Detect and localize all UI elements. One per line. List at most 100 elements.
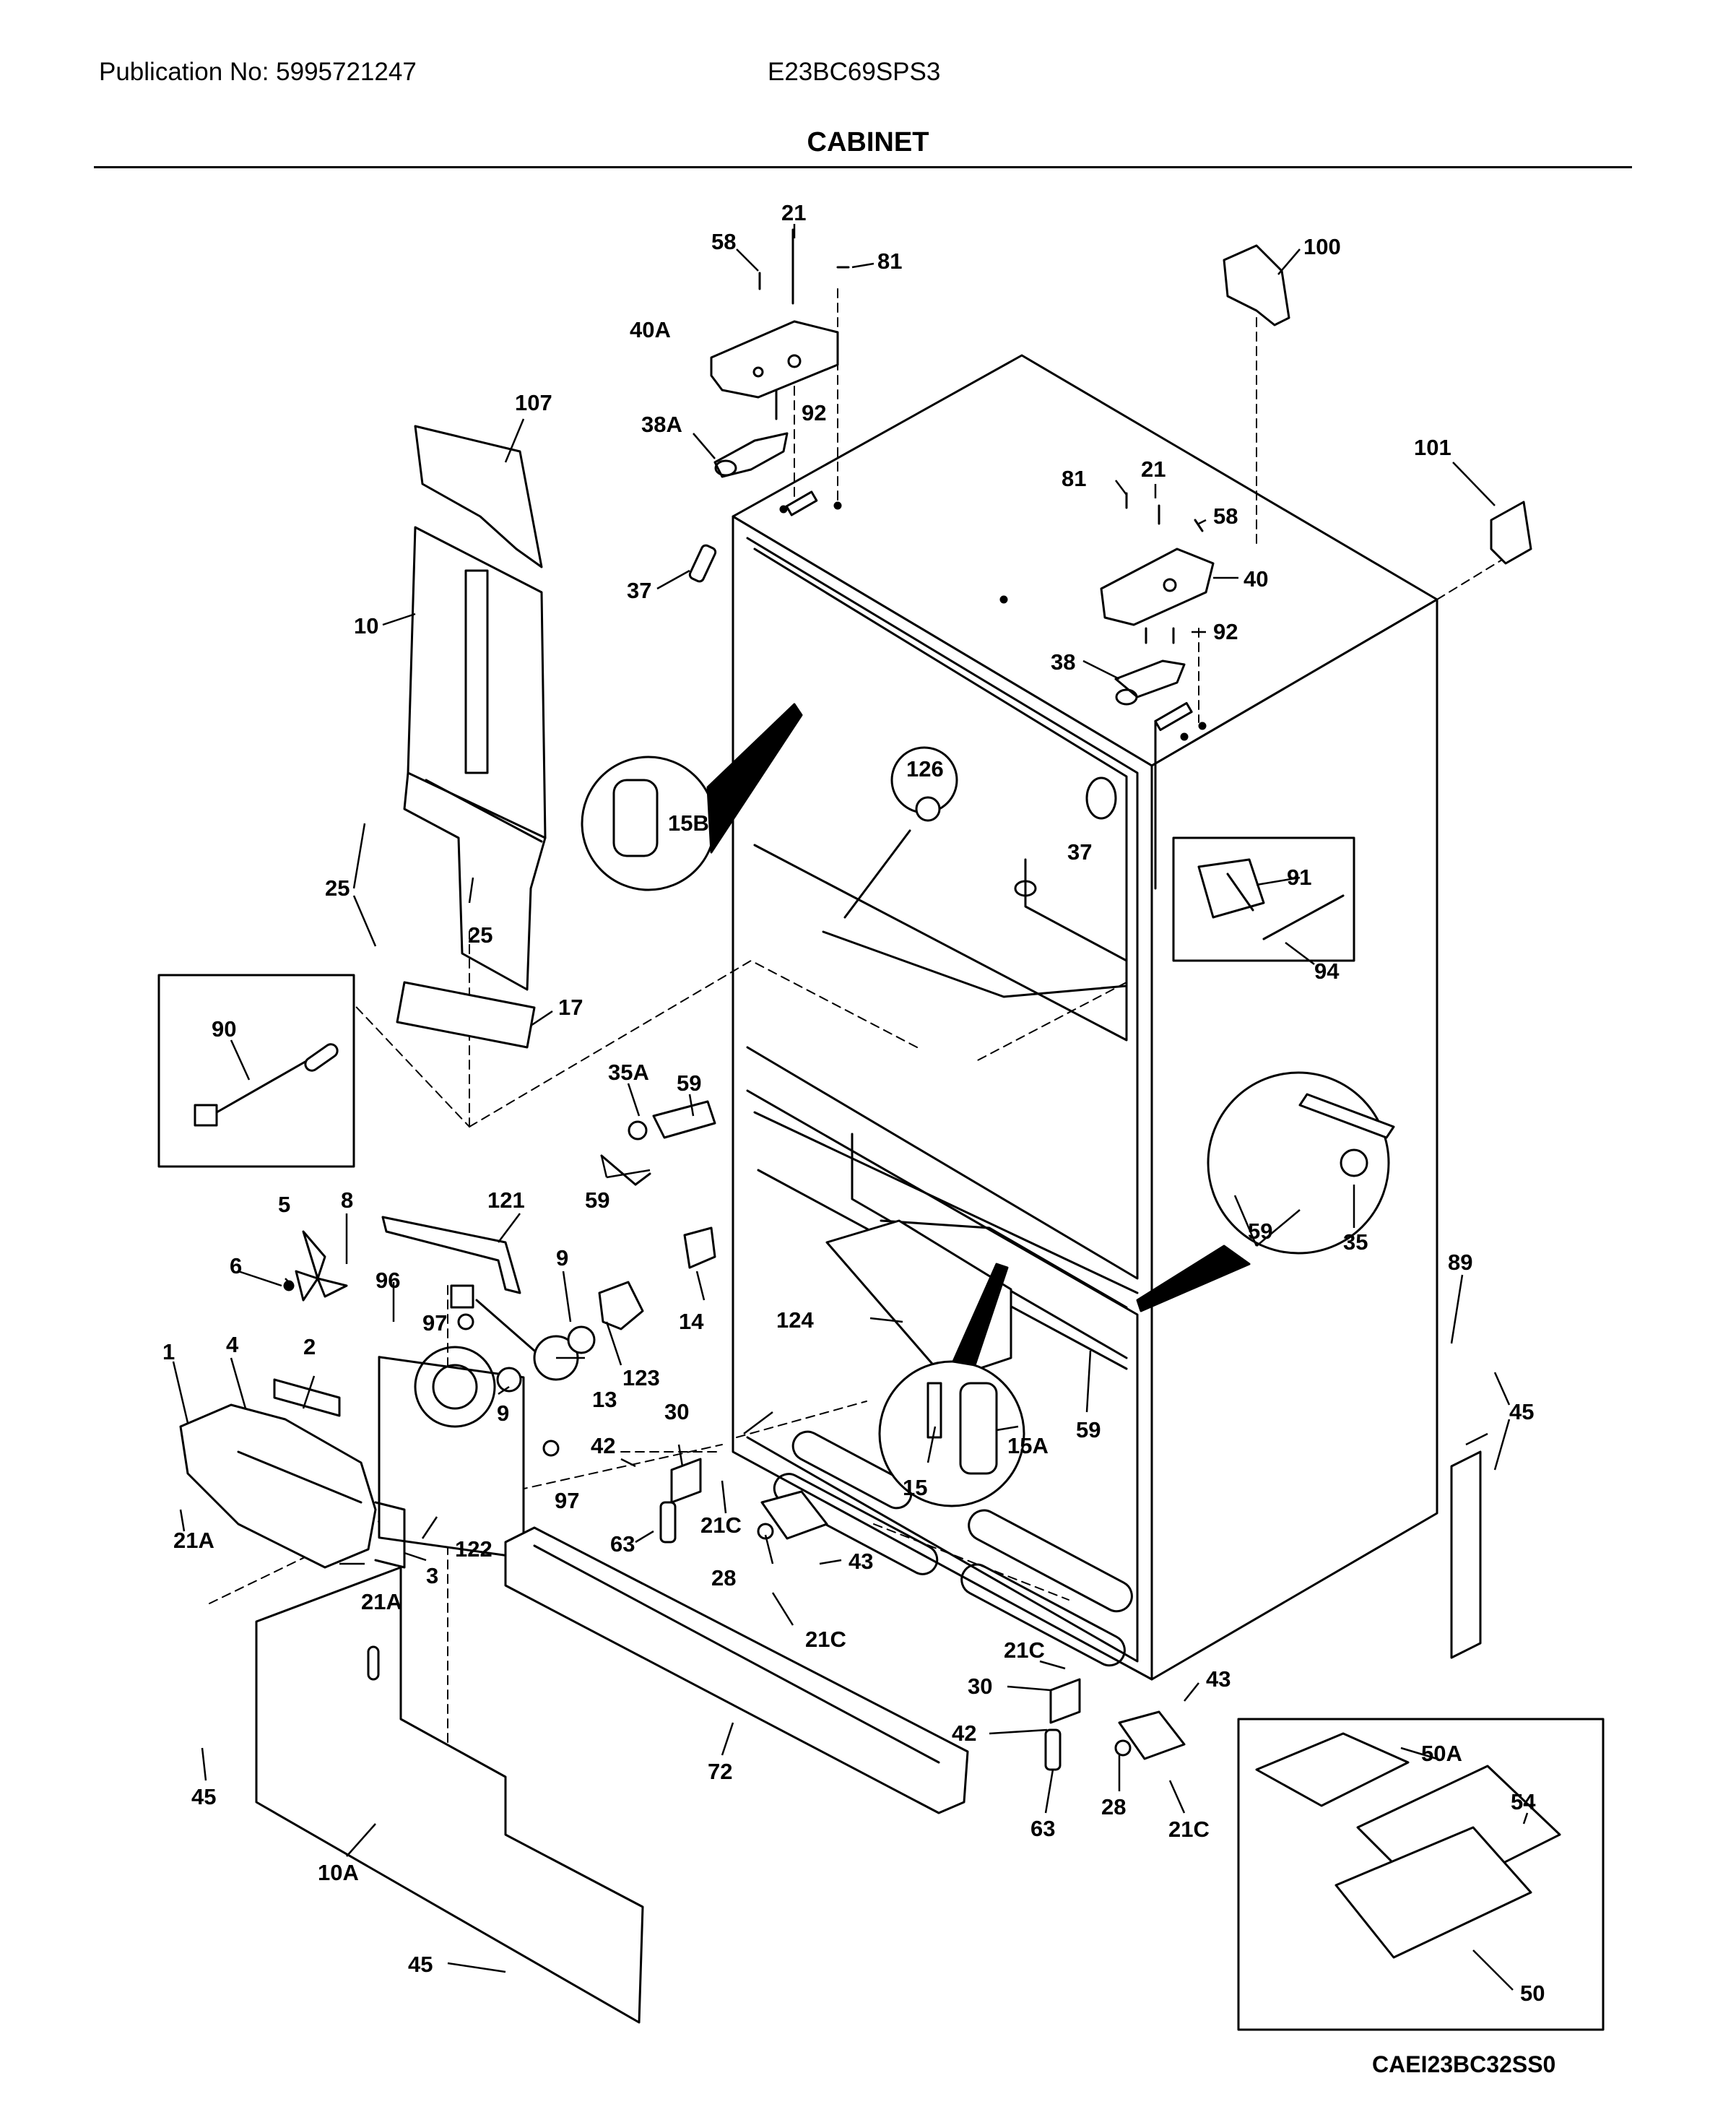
callout-101: 101 [1414,435,1451,460]
callout-30b: 30 [968,1674,992,1699]
callout-59b: 59 [585,1187,609,1213]
callout-38A: 38A [641,412,682,437]
duct-107 [414,425,543,568]
model-number: E23BC69SPS3 [768,58,941,86]
callout-92b: 92 [1213,619,1238,644]
callout-81: 81 [877,248,902,274]
callout-45b: 45 [191,1784,216,1809]
kickplate-72 [504,1526,969,1814]
header-rule [94,166,1632,168]
callout-90: 90 [212,1016,236,1042]
callout-59c: 59 [1248,1219,1272,1244]
callout-28b: 28 [1101,1794,1126,1819]
callout-63: 63 [610,1531,635,1557]
bracket-30b [1044,1678,1081,1771]
panel-10A [255,1566,644,2024]
bracket-30 [659,1458,702,1544]
callout-5: 5 [278,1192,290,1217]
fan-blade-5 [283,1230,348,1302]
fan-shroud-96 [378,1346,525,1559]
callout-3: 3 [426,1563,438,1588]
roller-43 [757,1490,828,1540]
detail-15B [581,703,803,891]
part-14 [683,1226,716,1269]
callout-72: 72 [708,1759,732,1784]
callout-124: 124 [776,1307,814,1333]
callout-4: 4 [226,1332,239,1357]
callout-50A: 50A [1421,1741,1462,1766]
callout-1: 1 [162,1339,175,1364]
callout-97: 97 [422,1310,447,1336]
callout-42b: 42 [952,1721,976,1746]
leader-lines [172,224,1529,1991]
cabinet-body [732,354,1438,1681]
callout-50: 50 [1520,1981,1545,2006]
part-37-inside [1085,776,1117,820]
hinge-38 [1114,659,1186,706]
tray-17 [396,981,536,1049]
callout-58: 58 [711,229,736,254]
callout-35: 35 [1343,1229,1368,1255]
callout-15B: 15B [668,810,709,836]
callout-21Cc: 21C [1004,1637,1045,1663]
callout-122: 122 [455,1536,492,1562]
callout-35A: 35A [608,1060,649,1085]
callout-25: 25 [325,875,350,901]
callout-59d: 59 [1076,1417,1101,1442]
motor-13 [450,1284,596,1381]
callout-54: 54 [1511,1789,1536,1814]
callout-37: 37 [627,578,651,603]
roller-43b [1114,1710,1186,1760]
callout-43b: 43 [1206,1666,1231,1692]
callout-89: 89 [1448,1250,1472,1275]
callout-21: 21 [781,200,806,225]
hinge-cover-40A [710,320,839,399]
grommet-9b [496,1367,522,1393]
callout-94: 94 [1314,958,1340,984]
callout-10A: 10A [318,1860,359,1885]
callout-10: 10 [354,613,378,639]
callout-9: 9 [556,1245,568,1271]
callout-96: 96 [376,1268,400,1293]
callout-30: 30 [664,1399,689,1424]
hinge-38A [713,432,789,478]
callout-15: 15 [903,1475,927,1500]
callout-92: 92 [802,400,826,425]
callout-63b: 63 [1030,1816,1055,1841]
callout-21Cb: 21C [805,1627,846,1652]
callout-21Ab: 21A [361,1589,402,1614]
grommet-97b [542,1440,560,1457]
callout-121: 121 [487,1187,525,1213]
sensor-35A [600,1100,716,1186]
screws-top-right [1125,492,1204,644]
leveler-63 [659,1501,677,1544]
callout-100: 100 [1303,234,1341,259]
detail-90 [157,974,355,1168]
callout-91: 91 [1287,865,1311,890]
callout-labels: 21 58 81 40A 100 107 38A 92 101 81 21 58… [162,200,1545,2006]
callout-123: 123 [622,1365,660,1390]
callout-8: 8 [341,1187,353,1213]
callout-21C: 21C [700,1512,742,1538]
callout-45: 45 [1509,1399,1534,1424]
callout-40: 40 [1244,566,1268,592]
callout-37b: 37 [1067,839,1092,865]
bracket-123 [598,1281,644,1330]
callout-13: 13 [592,1387,617,1412]
callout-9b: 9 [497,1401,509,1426]
callout-38: 38 [1051,649,1075,675]
screws-top-left [758,228,850,420]
callout-25b: 25 [468,922,492,948]
callout-21b: 21 [1141,456,1166,482]
bracket-100 [1223,244,1290,326]
panel-89 [1450,1450,1482,1659]
bracket-101 [1490,501,1532,565]
callout-42: 42 [591,1433,615,1458]
detail-91-94 [1172,836,1355,962]
grommet-97 [457,1313,474,1330]
publication-number: Publication No: 5995721247 [99,58,417,86]
callout-21Cd: 21C [1168,1817,1210,1842]
callout-97b: 97 [555,1488,579,1513]
callout-107: 107 [515,390,552,415]
